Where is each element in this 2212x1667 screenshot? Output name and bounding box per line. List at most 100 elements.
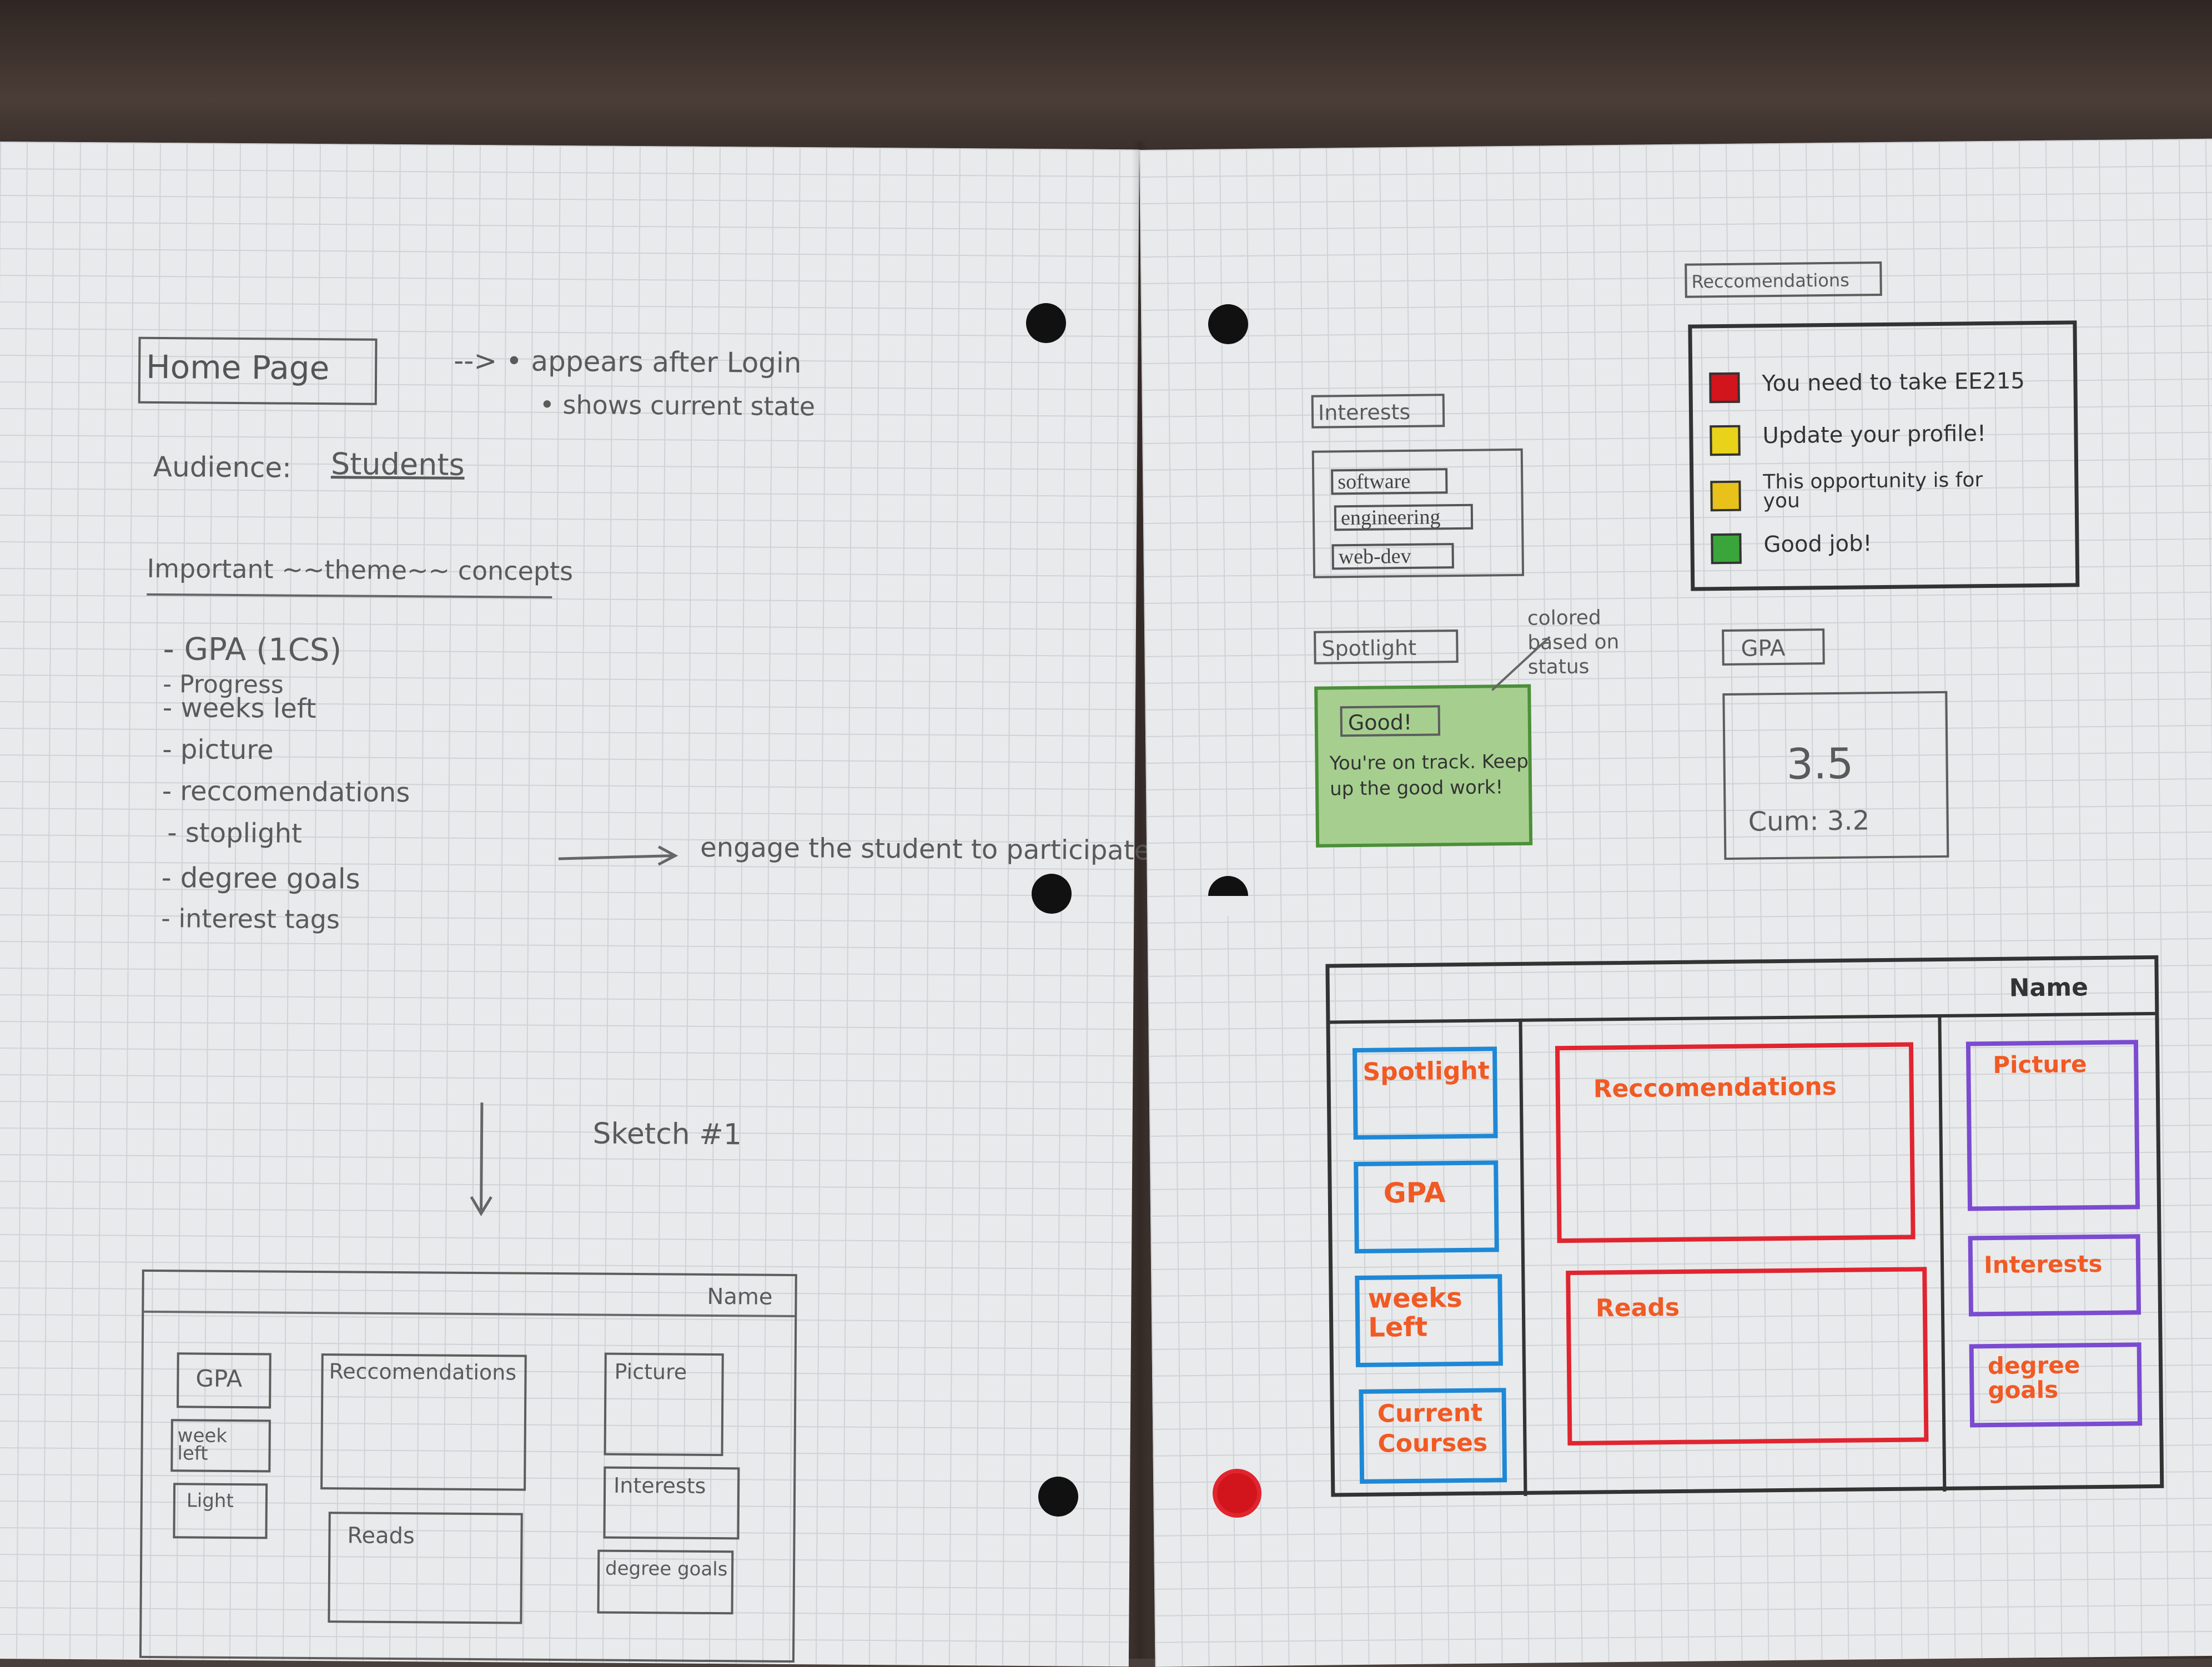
home-page-title-box: Home Page — [138, 336, 378, 405]
left-notebook-page: Home Page --> • appears after Login • sh… — [0, 142, 1159, 1667]
recommendations-panel: You need to take EE215 Update your profi… — [1688, 320, 2080, 591]
recommendation-yellow2-swatch — [1710, 480, 1741, 512]
audience-value: Students — [330, 446, 465, 482]
wireframe-gpa-label: GPA — [1383, 1176, 1446, 1210]
interests-panel: software engineering web-dev — [1311, 448, 1525, 578]
sketch1-degree-goals-label: degree goals — [605, 1557, 728, 1581]
interest-tag-software: software — [1331, 468, 1448, 495]
interest-tag-engineering: engineering — [1334, 503, 1474, 531]
sketch1-gpa-label: GPA — [195, 1364, 243, 1393]
gpa-label: GPA — [1741, 635, 1786, 662]
recommendation-opportunity: This opportunity is for you — [1763, 469, 1983, 513]
sketch1-degree-goals-box: degree goals — [597, 1549, 734, 1615]
sketch1-name: Name — [707, 1283, 773, 1310]
recommendation-update-profile: Update your profile! — [1762, 421, 1987, 449]
concept-reccomendations: - reccomendations — [162, 775, 410, 809]
concept-weeks-left: - weeks left — [162, 692, 316, 725]
binder-hole — [1026, 303, 1066, 343]
note-appears-after-login: --> • appears after Login — [454, 344, 802, 380]
recommendation-red-swatch — [1709, 372, 1740, 404]
recommendations-label-box: Reccomendations — [1685, 261, 1882, 298]
binder-hole — [1213, 1469, 1261, 1518]
spotlight-label: Spotlight — [1321, 635, 1417, 661]
sketch1-interests-box: Interests — [603, 1466, 740, 1540]
wireframe-interests-box: Interests — [1968, 1234, 2141, 1317]
wireframe-picture-box: Picture — [1965, 1040, 2140, 1211]
wireframe-weeks-left-box: weeks Left — [1355, 1274, 1503, 1368]
recommendation-green-swatch — [1711, 533, 1742, 565]
wireframe-reads-box: Reads — [1566, 1267, 1929, 1446]
audience-label: Audience: — [153, 450, 292, 484]
binder-hole — [1038, 1477, 1078, 1517]
recommendations-label: Reccomendations — [1691, 269, 1850, 293]
recommendation-take-ee215: You need to take EE215 — [1762, 368, 2025, 397]
sketch1-reads-label: Reads — [347, 1523, 415, 1549]
recommendation-yellow-swatch — [1710, 425, 1741, 456]
spotlight-status: Good! — [1348, 709, 1412, 736]
concept-degree-goals: - degree goals — [161, 862, 360, 895]
sketch1-light-box: Light — [173, 1483, 268, 1539]
wireframe-interests-label: Interests — [1983, 1250, 2103, 1279]
wireframe-right-divider — [1938, 1014, 1947, 1492]
interests-label: Interests — [1318, 399, 1411, 425]
note-shows-current-state: • shows current state — [539, 389, 816, 422]
concept-stoplight: - stoplight — [167, 817, 303, 849]
wireframe-degree-goals-box: degree goals — [1969, 1342, 2143, 1428]
concept-gpa: - GPA (1CS) — [163, 631, 342, 669]
gpa-panel: 3.5 Cum: 3.2 — [1722, 691, 1949, 860]
sketch1-recommendations-box: Reccomendations — [320, 1353, 527, 1491]
interest-tag-web-dev-text: web-dev — [1338, 544, 1411, 569]
arrow-right-icon — [558, 845, 678, 866]
spotlight-status-box: Good! — [1340, 705, 1441, 737]
wireframe-weeks-left-label: weeks Left — [1368, 1282, 1462, 1343]
concepts-heading: Important ~~theme~~ concepts — [147, 553, 573, 598]
interest-tag-engineering-text: engineering — [1340, 505, 1441, 530]
wireframe-header-divider — [1330, 1011, 2155, 1024]
interests-label-box: Interests — [1311, 394, 1445, 429]
wireframe-spotlight-box: Spotlight — [1352, 1046, 1498, 1140]
sketch1-header-divider — [144, 1310, 795, 1318]
wireframe-degree-goals-label: degree goals — [1987, 1351, 2080, 1404]
binder-hole — [1032, 874, 1072, 914]
interest-tag-web-dev: web-dev — [1331, 543, 1454, 570]
sketch1-weeks-left-label: week left — [177, 1424, 228, 1465]
binder-hole — [1208, 876, 1248, 916]
concept-picture: - picture — [162, 734, 274, 766]
sketch1-gpa-box: GPA — [177, 1352, 272, 1409]
wireframe-name: Name — [2009, 973, 2089, 1003]
wireframe-current-courses-box: Current Courses — [1359, 1388, 1507, 1484]
wireframe-frame: Name Spotlight GPA weeks Left Current Co… — [1325, 955, 2164, 1497]
wireframe-spotlight-label: Spotlight — [1363, 1056, 1490, 1086]
wireframe-gpa-box: GPA — [1354, 1160, 1499, 1254]
gpa-value: 3.5 — [1786, 738, 1854, 789]
sketch1-reads-box: Reads — [328, 1512, 523, 1624]
arrow-down-icon — [470, 1102, 492, 1216]
concept-interest-tags: - interest tags — [161, 903, 340, 935]
recommendation-good-job: Good job! — [1763, 531, 1872, 558]
right-notebook-page: Interests software engineering web-dev S… — [1139, 138, 2212, 1667]
engage-note: engage the student to participate. — [700, 832, 1159, 867]
spotlight-panel: Good! You're on track. Keep up the good … — [1314, 684, 1533, 848]
spotlight-label-box: Spotlight — [1314, 629, 1459, 664]
gpa-cumulative: Cum: 3.2 — [1748, 805, 1870, 838]
sketch1-picture-box: Picture — [604, 1352, 724, 1457]
spotlight-message: You're on track. Keep up the good work! — [1329, 750, 1529, 800]
wireframe-recommendations-box: Reccomendations — [1555, 1042, 1916, 1243]
home-page-title: Home Page — [145, 347, 330, 387]
wireframe-reads-label: Reads — [1595, 1293, 1680, 1323]
wireframe-recommendations-label: Reccomendations — [1593, 1072, 1837, 1104]
binder-hole — [1208, 304, 1248, 344]
sketch1-picture-label: Picture — [614, 1359, 687, 1384]
gpa-label-box: GPA — [1722, 628, 1825, 666]
sketch1-light-label: Light — [186, 1489, 234, 1512]
sketch1-weeks-left-box: week left — [170, 1419, 271, 1473]
interest-tag-software-text: software — [1338, 469, 1411, 494]
sketch1-frame: Name GPA week left Light Reccomendations… — [139, 1269, 797, 1663]
wireframe-current-courses-label: Current Courses — [1377, 1398, 1488, 1458]
wireframe-picture-label: Picture — [1993, 1050, 2087, 1079]
annotation-line-icon — [1491, 636, 1551, 691]
sketch-label: Sketch #1 — [592, 1117, 742, 1152]
wireframe-left-divider — [1519, 1018, 1527, 1496]
sketch1-interests-label: Interests — [613, 1473, 706, 1498]
sketch1-recommendations-label: Reccomendations — [329, 1359, 517, 1385]
